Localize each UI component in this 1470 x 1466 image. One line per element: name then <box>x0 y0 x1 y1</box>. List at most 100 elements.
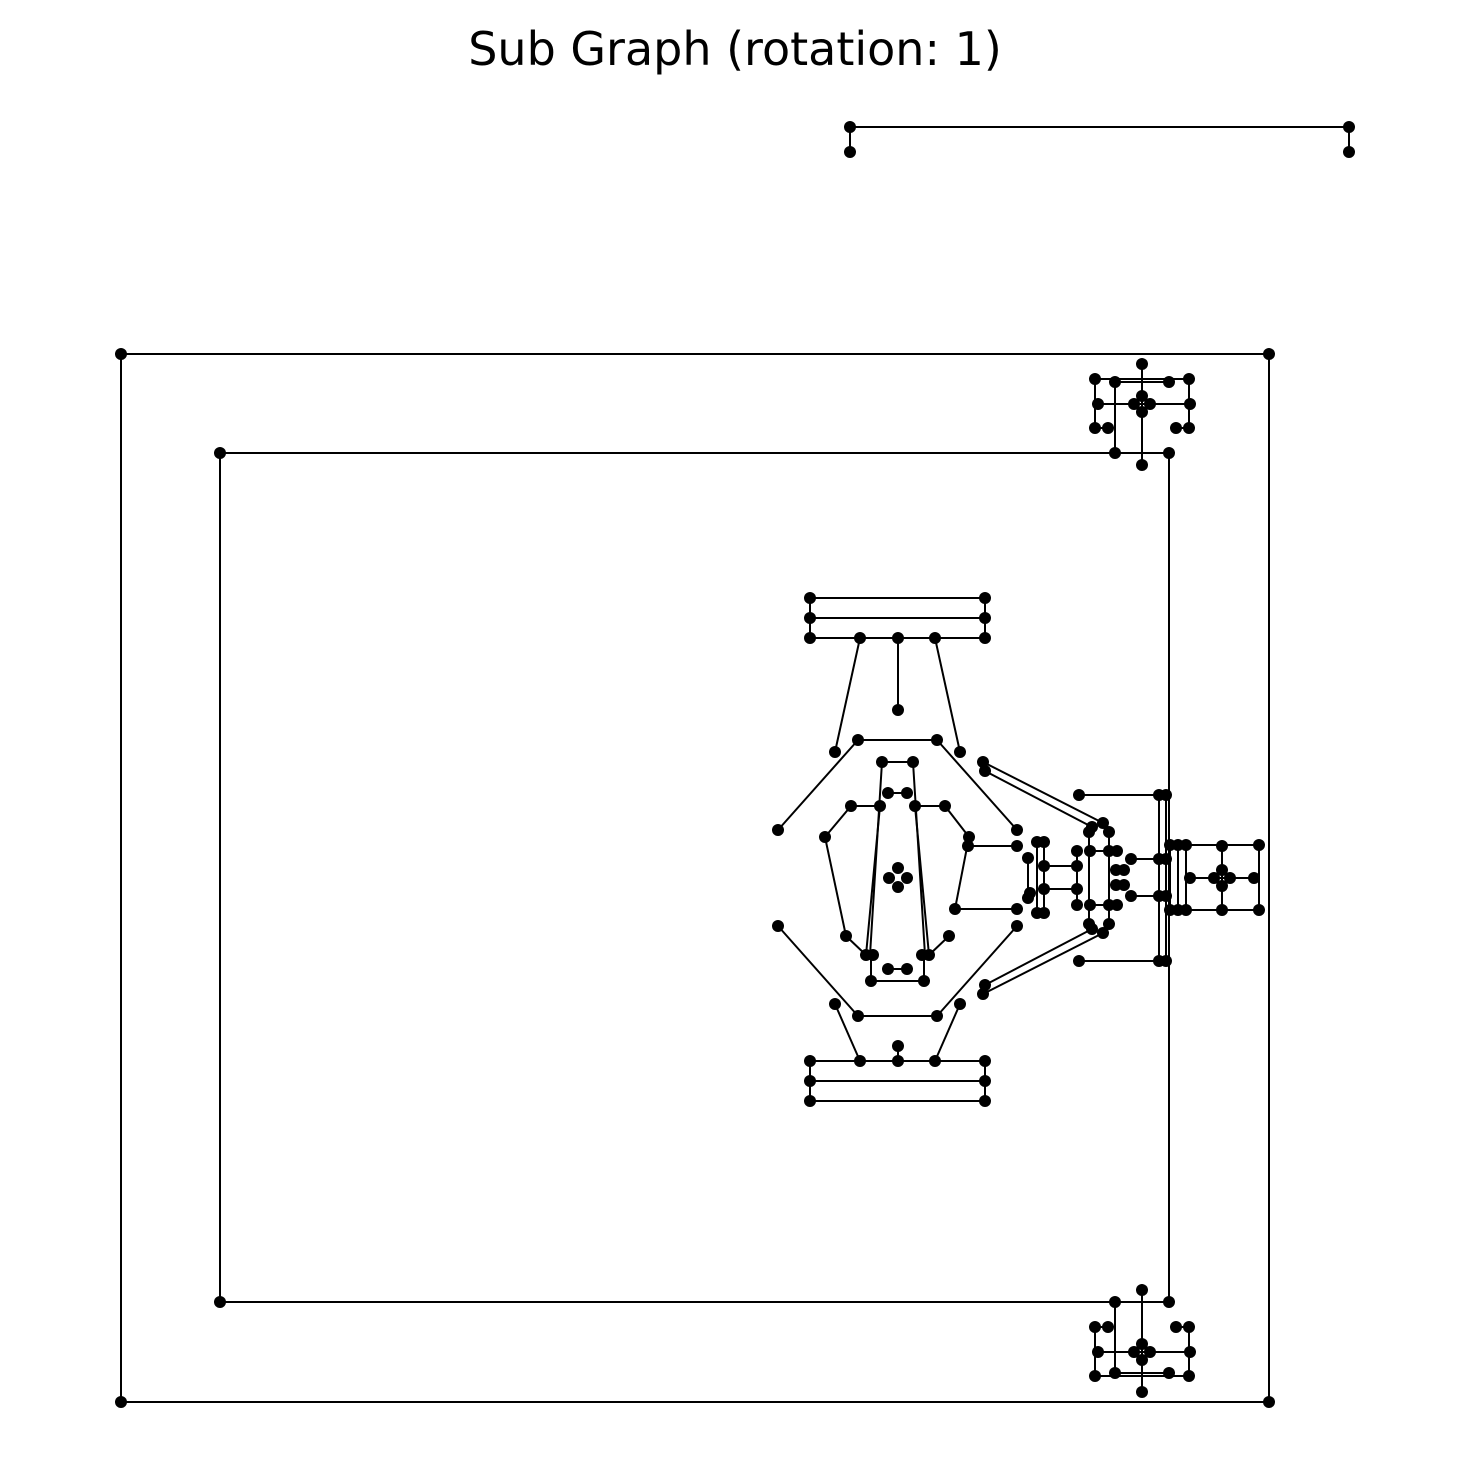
node <box>892 1040 904 1052</box>
node <box>939 800 951 812</box>
node <box>1216 840 1228 852</box>
node <box>874 800 886 812</box>
node <box>1128 1346 1140 1358</box>
node <box>1083 918 1095 930</box>
graph-edges <box>120 126 1350 1403</box>
node <box>1024 887 1036 899</box>
node <box>1118 879 1130 891</box>
node <box>1343 146 1355 158</box>
node <box>1208 872 1220 884</box>
node <box>892 704 904 716</box>
edge <box>944 805 970 838</box>
node <box>804 592 816 604</box>
node <box>772 920 784 932</box>
edge <box>934 1003 961 1062</box>
node <box>1071 845 1083 857</box>
node <box>852 1010 864 1022</box>
node <box>901 963 913 975</box>
node <box>1038 907 1050 919</box>
node <box>1071 899 1083 911</box>
node <box>1011 840 1023 852</box>
node <box>1224 872 1236 884</box>
node <box>979 1055 991 1067</box>
node <box>1083 826 1095 838</box>
node <box>1216 864 1228 876</box>
node <box>867 949 879 961</box>
node <box>1144 398 1156 410</box>
node <box>1160 853 1172 865</box>
node <box>979 765 991 777</box>
node <box>979 1095 991 1107</box>
node <box>844 121 856 133</box>
node <box>1089 1370 1101 1382</box>
node <box>1136 358 1148 370</box>
node <box>979 592 991 604</box>
node <box>977 756 989 768</box>
node <box>977 988 989 1000</box>
node <box>115 348 127 360</box>
node <box>1163 1296 1175 1308</box>
node <box>1216 880 1228 892</box>
node <box>1089 1321 1101 1333</box>
node <box>1022 852 1034 864</box>
edge <box>824 836 847 937</box>
node <box>883 872 895 884</box>
node <box>852 734 864 746</box>
edge <box>777 739 859 831</box>
edge <box>936 925 1018 1017</box>
node <box>929 1055 941 1067</box>
node <box>1071 860 1083 872</box>
node <box>1136 1284 1148 1296</box>
node <box>1097 927 1109 939</box>
node <box>829 998 841 1010</box>
node <box>1109 376 1121 388</box>
edge <box>934 637 961 753</box>
node <box>901 787 913 799</box>
node <box>949 903 961 915</box>
node <box>1125 853 1137 865</box>
graph-nodes <box>115 121 1355 1408</box>
node <box>854 1055 866 1067</box>
node <box>1103 918 1115 930</box>
node <box>882 787 894 799</box>
node <box>1109 447 1121 459</box>
node <box>1073 955 1085 967</box>
node <box>931 1010 943 1022</box>
node <box>1136 390 1148 402</box>
node <box>1180 839 1192 851</box>
node <box>954 998 966 1010</box>
node <box>1184 872 1196 884</box>
node <box>1160 890 1172 902</box>
node <box>1163 376 1175 388</box>
node <box>1038 860 1050 872</box>
node <box>214 1296 226 1308</box>
node <box>931 734 943 746</box>
node <box>1163 447 1175 459</box>
node <box>1183 1321 1195 1333</box>
node <box>1253 904 1265 916</box>
node <box>1103 826 1115 838</box>
edge <box>936 739 1018 831</box>
node <box>963 831 975 843</box>
node <box>1118 864 1130 876</box>
node <box>1092 1346 1104 1358</box>
node <box>1071 883 1083 895</box>
node <box>918 975 930 987</box>
node <box>1343 121 1355 133</box>
node <box>1089 422 1101 434</box>
edge <box>982 932 1104 995</box>
node <box>1092 398 1104 410</box>
node <box>1089 373 1101 385</box>
node <box>907 756 919 768</box>
node <box>1160 955 1172 967</box>
node <box>979 612 991 624</box>
node <box>1136 1354 1148 1366</box>
diagram-title: Sub Graph (rotation: 1) <box>468 22 1002 76</box>
node <box>1084 899 1096 911</box>
node <box>1263 348 1275 360</box>
node <box>845 800 857 812</box>
node <box>1160 789 1172 801</box>
node <box>892 862 904 874</box>
node <box>1183 422 1195 434</box>
